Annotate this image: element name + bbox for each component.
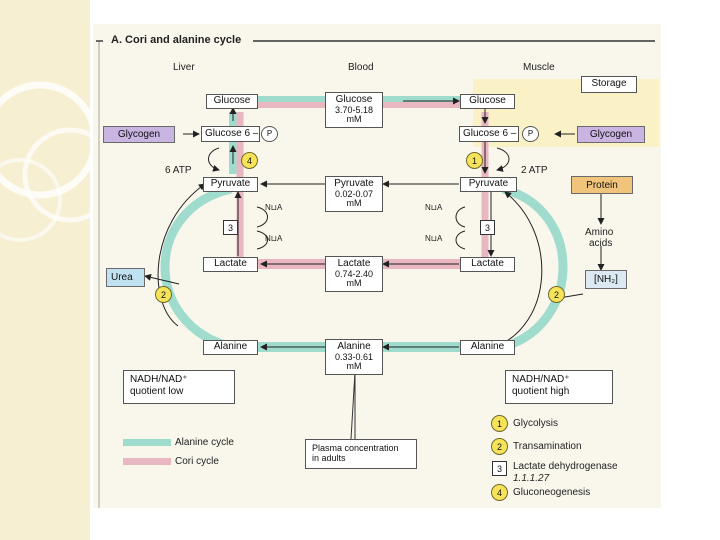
liver-glucose: Glucose	[206, 94, 258, 109]
cori-cycle-swatch	[123, 458, 171, 465]
liver-nad-a-bottom: A	[277, 234, 283, 243]
muscle-marker-3: 3	[480, 220, 495, 235]
blood-glucose: Glucose 3.70-5.18 mM	[325, 92, 383, 128]
muscle-nad-n-bottom: N	[425, 234, 431, 243]
muscle-alanine: Alanine	[460, 340, 515, 355]
liver-lactate: Lactate	[203, 257, 258, 272]
legend-ldh-ec: 1.1.1.27	[513, 473, 550, 484]
liver-quotient-line-1: NADH/NAD⁺	[130, 374, 188, 385]
blood-pyruvate: Pyruvate 0.02-0.07 mM	[325, 176, 383, 212]
liver-glycogen: Glycogen	[103, 126, 175, 143]
muscle-lactate: Lactate	[460, 257, 515, 272]
liver-quotient-note: NADH/NAD⁺ quotient low	[123, 370, 235, 404]
liver-nad-icon-top: N⊔A	[265, 203, 283, 212]
muscle-quotient-note: NADH/NAD⁺ quotient high	[505, 370, 613, 404]
legend-gluconeogenesis: Gluconeogenesis	[513, 487, 591, 498]
legend-marker-1: 1	[491, 415, 508, 432]
muscle-column-label: Muscle	[523, 62, 555, 73]
storage-label: Storage	[581, 76, 637, 93]
liver-marker-4: 4	[241, 152, 258, 169]
legend-transamination: Transamination	[513, 441, 582, 452]
blood-glucose-conc: 3.70-5.18	[334, 104, 374, 115]
swirl-ornament	[0, 81, 90, 242]
nh2-group: [NH₂]	[585, 270, 627, 289]
liver-marker-2: 2	[155, 286, 172, 303]
liver-marker-3: 3	[223, 220, 238, 235]
liver-quotient-line-2: quotient low	[130, 385, 184, 397]
muscle-glucose-6: Glucose 6 –	[459, 126, 519, 142]
blood-lactate-name: Lactate	[337, 258, 371, 270]
muscle-nad-icon-bottom: N⊔A	[425, 234, 443, 243]
muscle-quotient-line-2: quotient high	[512, 385, 570, 397]
liver-pyruvate: Pyruvate	[203, 177, 258, 192]
legend-alanine-cycle: Alanine cycle	[175, 437, 234, 448]
legend-marker-4: 4	[491, 484, 508, 501]
muscle-pyruvate: Pyruvate	[460, 177, 517, 192]
muscle-marker-2: 2	[548, 286, 565, 303]
liver-glucose-6-label: Glucose 6 –	[205, 127, 259, 139]
liver-atp: 6 ATP	[165, 165, 192, 176]
muscle-glucose-6-label: Glucose 6 –	[463, 127, 517, 139]
cori-alanine-diagram: A. Cori and alanine cycle Liver Blood Mu…	[93, 24, 661, 508]
muscle-nad-a-bottom: A	[437, 234, 443, 243]
muscle-atp: 2 ATP	[521, 165, 548, 176]
plasma-note-line-2: in adults	[312, 453, 346, 464]
legend-glycolysis: Glycolysis	[513, 418, 559, 429]
blood-column-label: Blood	[348, 62, 374, 73]
legend-marker-3: 3	[492, 461, 507, 476]
legend-marker-2: 2	[491, 438, 508, 455]
muscle-glucose: Glucose	[460, 94, 515, 109]
blood-lactate-unit: mM	[346, 278, 362, 289]
liver-nad-n-bottom: N	[265, 234, 271, 243]
blood-lactate: Lactate 0.74-2.40 mM	[325, 256, 383, 292]
muscle-nad-icon-top: N⊔A	[425, 203, 443, 212]
muscle-phosphate-icon: P	[522, 126, 539, 142]
blood-pyruvate-unit: mM	[346, 198, 362, 209]
liver-glucose-6: Glucose 6 –	[201, 126, 260, 142]
liver-alanine: Alanine	[203, 340, 258, 355]
alanine-cycle-swatch	[123, 439, 171, 446]
legend-ldh: Lactate dehydrogenase	[513, 461, 618, 472]
blood-alanine-name: Alanine	[337, 341, 371, 353]
amino-acids-line-2: acids	[589, 238, 613, 249]
muscle-nad-n-top: N	[425, 203, 431, 212]
liver-nad-n-top: N	[265, 203, 271, 212]
liver-nad-icon-bottom: N⊔A	[265, 234, 283, 243]
slide-decoration	[0, 0, 90, 540]
blood-alanine-unit: mM	[346, 361, 362, 372]
blood-lactate-conc: 0.74-2.40	[334, 268, 374, 279]
liver-phosphate-icon: P	[261, 126, 278, 142]
amino-acids-line-1: Amino	[585, 227, 614, 238]
figure-title: A. Cori and alanine cycle	[111, 34, 242, 46]
muscle-nad-a-top: A	[437, 203, 443, 212]
blood-pyruvate-name: Pyruvate	[334, 178, 374, 190]
liver-column-label: Liver	[173, 62, 195, 73]
blood-glucose-name: Glucose	[335, 94, 373, 106]
urea: Urea	[106, 268, 145, 287]
legend-cori-cycle: Cori cycle	[175, 456, 219, 467]
plasma-note-line-1: Plasma concentration	[312, 443, 399, 453]
muscle-quotient-line-1: NADH/NAD⁺	[512, 374, 570, 385]
liver-nad-a-top: A	[277, 203, 283, 212]
muscle-marker-1: 1	[466, 152, 483, 169]
blood-alanine-conc: 0.33-0.61	[334, 351, 374, 362]
blood-glucose-unit: mM	[346, 114, 362, 125]
blood-pyruvate-conc: 0.02-0.07	[334, 188, 374, 199]
muscle-glycogen: Glycogen	[577, 126, 645, 143]
plasma-concentration-note: Plasma concentration in adults	[305, 439, 417, 469]
protein: Protein	[571, 176, 633, 194]
blood-alanine: Alanine 0.33-0.61 mM	[325, 339, 383, 375]
